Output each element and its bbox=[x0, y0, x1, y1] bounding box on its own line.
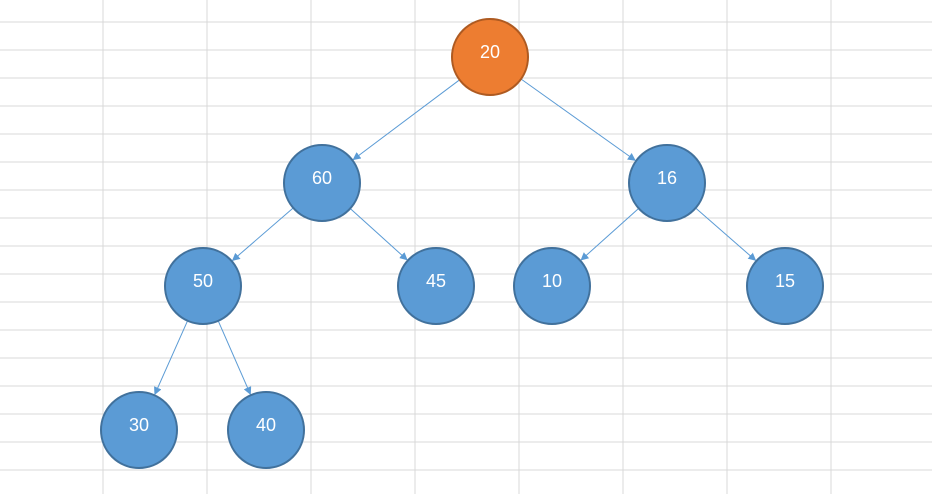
tree-node-60: 60 bbox=[283, 144, 361, 222]
node-circle bbox=[628, 144, 706, 222]
node-label: 45 bbox=[426, 271, 446, 291]
edges-layer bbox=[154, 78, 757, 396]
node-label: 20 bbox=[480, 42, 500, 62]
node-label: 40 bbox=[256, 415, 276, 435]
node-circle bbox=[227, 391, 305, 469]
node-label: 16 bbox=[657, 168, 677, 188]
tree-node-15: 15 bbox=[746, 247, 824, 325]
edge-arrow-n16-n10 bbox=[580, 208, 640, 261]
node-label: 15 bbox=[775, 271, 795, 291]
tree-node-16: 16 bbox=[628, 144, 706, 222]
edge-arrow-n20-n16 bbox=[520, 78, 636, 161]
edge-arrow-n60-n45 bbox=[349, 208, 408, 261]
edge-arrow-n16-n15 bbox=[695, 207, 757, 261]
tree-node-20: 20 bbox=[451, 18, 529, 96]
node-label: 60 bbox=[312, 168, 332, 188]
edge-arrow-n60-n50 bbox=[231, 207, 294, 262]
edge-arrow-n50-n40 bbox=[217, 320, 252, 396]
tree-node-30: 30 bbox=[100, 391, 178, 469]
root-node-circle bbox=[451, 18, 529, 96]
node-label: 30 bbox=[129, 415, 149, 435]
tree-node-50: 50 bbox=[164, 247, 242, 325]
tree-node-10: 10 bbox=[513, 247, 591, 325]
tree-node-45: 45 bbox=[397, 247, 475, 325]
node-circle bbox=[746, 247, 824, 325]
node-circle bbox=[164, 247, 242, 325]
node-circle bbox=[513, 247, 591, 325]
edge-arrow-n50-n30 bbox=[154, 320, 189, 396]
nodes-layer: 20 60 16 50 45 10 15 30 40 bbox=[100, 18, 824, 469]
node-label: 10 bbox=[542, 271, 562, 291]
node-circle bbox=[283, 144, 361, 222]
tree-node-40: 40 bbox=[227, 391, 305, 469]
node-circle bbox=[397, 247, 475, 325]
edge-arrow-n20-n60 bbox=[352, 79, 460, 161]
node-label: 50 bbox=[193, 271, 213, 291]
node-circle bbox=[100, 391, 178, 469]
